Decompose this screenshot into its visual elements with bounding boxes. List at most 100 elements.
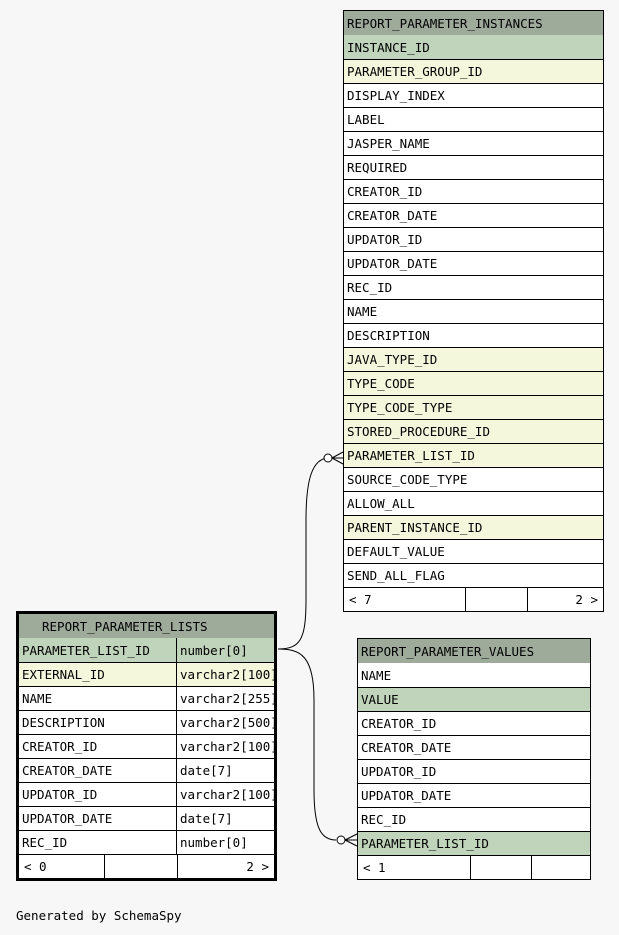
crowsfoot-circle-icon xyxy=(323,453,333,463)
column-name: UPDATOR_DATE xyxy=(19,807,177,830)
column-row[interactable]: NAME xyxy=(358,663,590,687)
column-name: LABEL xyxy=(347,112,385,127)
parents-count[interactable]: < 1 xyxy=(358,856,471,879)
column-row[interactable]: DISPLAY_INDEX xyxy=(344,83,603,107)
column-row[interactable]: PARAMETER_GROUP_ID xyxy=(344,59,603,83)
parents-count[interactable]: < 0 xyxy=(19,855,105,878)
column-name: TYPE_CODE_TYPE xyxy=(347,400,453,415)
column-name: UPDATOR_DATE xyxy=(361,788,452,803)
column-name: EXTERNAL_ID xyxy=(19,663,177,686)
column-row[interactable]: CREATOR_ID xyxy=(344,179,603,203)
crowsfoot-circle-icon xyxy=(336,835,346,845)
table-footer: < 7 2 > xyxy=(344,587,603,611)
column-row[interactable]: CREATOR_DATE xyxy=(358,735,590,759)
column-name: CREATOR_ID xyxy=(347,184,423,199)
column-type: varchar2[100] xyxy=(180,739,274,754)
column-name: REC_ID xyxy=(361,812,407,827)
table-title: REPORT_PARAMETER_VALUES xyxy=(361,643,535,659)
column-row[interactable]: UPDATOR_DATE xyxy=(358,783,590,807)
column-name: INSTANCE_ID xyxy=(347,39,430,55)
column-name: DISPLAY_INDEX xyxy=(347,88,445,103)
rows-count xyxy=(471,856,532,879)
column-name: DESCRIPTION xyxy=(19,711,177,734)
column-type: varchar2[100] xyxy=(180,667,274,682)
column-name: NAME xyxy=(361,667,392,683)
table-header[interactable]: REPORT_PARAMETER_VALUES xyxy=(358,639,590,663)
column-row[interactable]: TYPE_CODE xyxy=(344,371,603,395)
column-type: varchar2[500] xyxy=(180,715,274,730)
table-header[interactable]: REPORT_PARAMETER_INSTANCES xyxy=(344,11,603,35)
column-name: CREATOR_DATE xyxy=(347,208,438,223)
column-row[interactable]: INSTANCE_ID xyxy=(344,35,603,59)
column-type: number[0] xyxy=(180,835,248,850)
column-name: UPDATOR_ID xyxy=(347,232,423,247)
column-row[interactable]: REQUIRED xyxy=(344,155,603,179)
children-count[interactable]: 2 > xyxy=(575,592,598,607)
column-name: PARENT_INSTANCE_ID xyxy=(347,520,483,535)
column-row[interactable]: UPDATOR_ID xyxy=(358,759,590,783)
column-name: NAME xyxy=(347,304,378,319)
column-name: STORED_PROCEDURE_ID xyxy=(347,424,490,439)
table-report-parameter-lists[interactable]: REPORT_PARAMETER_LISTS PARAMETER_LIST_ID… xyxy=(16,611,277,881)
column-name: REC_ID xyxy=(347,280,393,295)
column-row[interactable]: CREATOR_ID xyxy=(358,711,590,735)
column-row[interactable]: UPDATOR_DATE xyxy=(344,251,603,275)
column-row[interactable]: JASPER_NAME xyxy=(344,131,603,155)
parents-count[interactable]: < 7 xyxy=(344,588,466,611)
column-row[interactable]: SEND_ALL_FLAG xyxy=(344,563,603,587)
column-name: CREATOR_ID xyxy=(361,716,437,731)
column-row[interactable]: UPDATOR_ID xyxy=(344,227,603,251)
column-row[interactable]: ALLOW_ALL xyxy=(344,491,603,515)
column-name: JASPER_NAME xyxy=(347,136,430,151)
column-name: NAME xyxy=(19,687,177,710)
table-report-parameter-instances[interactable]: REPORT_PARAMETER_INSTANCES INSTANCE_ID PA… xyxy=(343,10,604,612)
column-name: UPDATOR_ID xyxy=(361,764,437,779)
relation-instances-to-lists xyxy=(277,457,330,650)
column-name: UPDATOR_DATE xyxy=(347,256,438,271)
column-type: date[7] xyxy=(180,763,233,778)
column-row[interactable]: VALUE xyxy=(358,687,590,711)
column-name: PARAMETER_LIST_ID xyxy=(19,638,177,662)
column-row[interactable]: PARAMETER_LIST_ID xyxy=(358,831,590,855)
column-name: JAVA_TYPE_ID xyxy=(347,352,438,367)
column-name: SOURCE_CODE_TYPE xyxy=(347,472,468,487)
column-row[interactable]: REC_ID xyxy=(358,807,590,831)
column-name: PARAMETER_GROUP_ID xyxy=(347,64,483,79)
column-row[interactable]: NAME xyxy=(344,299,603,323)
table-report-parameter-values[interactable]: REPORT_PARAMETER_VALUES NAME VALUE CREATOR… xyxy=(357,638,591,880)
column-type: date[7] xyxy=(180,811,233,826)
column-name: UPDATOR_ID xyxy=(19,783,177,806)
children-count xyxy=(532,856,590,879)
column-type: number[0] xyxy=(180,642,248,658)
table-title: REPORT_PARAMETER_LISTS xyxy=(42,618,208,634)
column-name: PARAMETER_LIST_ID xyxy=(347,448,475,463)
column-name: REQUIRED xyxy=(347,160,408,175)
column-row[interactable]: REC_ID xyxy=(344,275,603,299)
column-row[interactable]: DESCRIPTION xyxy=(344,323,603,347)
column-row[interactable]: PARAMETER_LIST_ID xyxy=(344,443,603,467)
column-row[interactable]: DEFAULT_VALUE xyxy=(344,539,603,563)
column-row[interactable]: PARENT_INSTANCE_ID xyxy=(344,515,603,539)
column-row[interactable]: SOURCE_CODE_TYPE xyxy=(344,467,603,491)
column-name: DESCRIPTION xyxy=(347,328,430,343)
column-row[interactable]: CREATOR_DATE xyxy=(344,203,603,227)
children-count[interactable]: 2 > xyxy=(246,859,269,874)
column-row[interactable]: LABEL xyxy=(344,107,603,131)
column-row[interactable]: TYPE_CODE_TYPE xyxy=(344,395,603,419)
column-type: varchar2[255] xyxy=(180,691,274,706)
column-row[interactable]: JAVA_TYPE_ID xyxy=(344,347,603,371)
crowsfoot-icon xyxy=(331,451,344,465)
column-row[interactable]: STORED_PROCEDURE_ID xyxy=(344,419,603,443)
table-header[interactable]: REPORT_PARAMETER_LISTS xyxy=(19,614,274,638)
